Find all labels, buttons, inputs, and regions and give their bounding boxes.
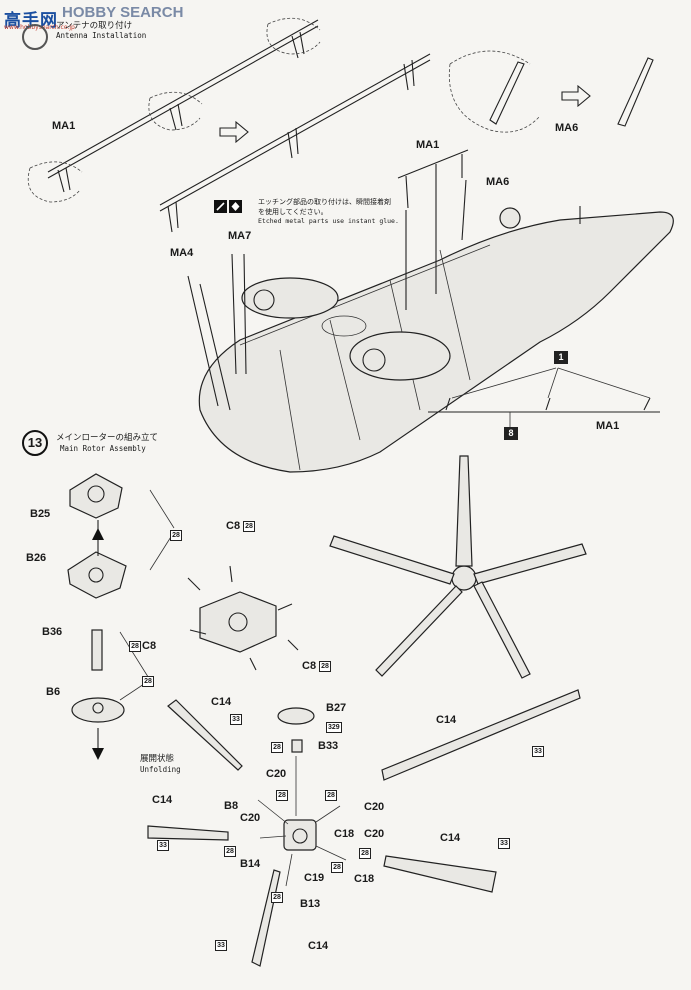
badge-28-k: 28: [331, 862, 343, 873]
label-ma6-b: MA6: [486, 176, 510, 188]
label-c18-b: C18: [354, 873, 375, 885]
badge-33-e: 33: [215, 940, 227, 951]
rotor-exploded-view: [67, 473, 127, 752]
label-c19: C19: [304, 872, 325, 884]
label-b25: B25: [30, 508, 51, 520]
detail-badge-8: 8: [504, 427, 518, 440]
label-ma1-a: MA1: [52, 120, 76, 132]
rotor-assembled: [329, 455, 587, 679]
badge-28-l: 28: [271, 892, 283, 903]
badge-28-d: 28: [129, 641, 141, 652]
label-c20-c: C20: [240, 812, 261, 824]
badge-329: 329: [326, 722, 342, 733]
step-12-title-en: Antenna Installation: [56, 31, 147, 40]
label-c14-d: C14: [440, 832, 461, 844]
step-12-number: [22, 24, 48, 50]
label-b27: B27: [326, 702, 347, 714]
unfolding-jp: 展開状態: [140, 754, 175, 764]
arrow-right-icon: [219, 120, 249, 144]
label-ma1-c: MA1: [596, 420, 620, 432]
antenna-leader-lines: [187, 149, 469, 411]
detail-badge-1: 1: [554, 351, 568, 364]
label-c14-b: C14: [436, 714, 457, 726]
arrow-up-icon: [92, 528, 104, 540]
label-c18-a: C18: [334, 828, 355, 840]
label-b14: B14: [240, 858, 261, 870]
label-c8-left: C8: [142, 640, 157, 652]
label-b6: B6: [46, 686, 61, 698]
badge-28-c: 28: [243, 521, 255, 532]
rotor-unfolded: [147, 689, 581, 967]
ma6-diagram: [448, 50, 654, 133]
label-c14-c: C14: [152, 794, 173, 806]
badge-28-b: 28: [142, 676, 154, 687]
etched-part-icon: [229, 200, 242, 213]
label-b33: B33: [318, 740, 339, 752]
glue-note-jp: エッチング部品の取り付けは、瞬間接着剤を使用してください。: [258, 198, 391, 216]
rotor-leader-lines: [119, 489, 175, 701]
badge-33-a: 33: [230, 714, 242, 725]
glue-note-en: Etched metal parts use instant glue.: [258, 217, 399, 225]
label-c8-right: C8: [302, 660, 317, 672]
step-13-title-jp: メインローターの組み立て: [56, 433, 159, 443]
glue-icon: [214, 200, 227, 213]
label-b8: B8: [224, 800, 239, 812]
unfolding-en: Unfolding: [140, 765, 181, 774]
label-ma4: MA4: [170, 247, 194, 259]
badge-33-c: 33: [498, 838, 510, 849]
arrow-down-icon: [92, 748, 104, 760]
label-c14-a: C14: [211, 696, 232, 708]
label-b26: B26: [26, 552, 47, 564]
antenna-diagram-after: [159, 53, 431, 233]
step-13-number: 13: [22, 430, 48, 456]
label-c20-b: C20: [364, 801, 385, 813]
badge-28-f: 28: [271, 742, 283, 753]
badge-28-h: 28: [325, 790, 337, 801]
label-ma7: MA7: [228, 230, 252, 242]
label-ma6-a: MA6: [555, 122, 579, 134]
watermark-logo: 高手网: [4, 11, 58, 31]
badge-33-b: 33: [532, 746, 544, 757]
antenna-detail-inset: [428, 367, 660, 428]
antenna-diagram-before: [27, 17, 321, 203]
helicopter-fuselage: [198, 206, 674, 473]
label-c20-a: C20: [266, 768, 287, 780]
badge-28-a: 28: [170, 530, 182, 541]
rotor-hub-c8: [187, 565, 299, 671]
label-c8-top: C8: [226, 520, 241, 532]
label-c14-e: C14: [308, 940, 329, 952]
badge-28-i: 28: [224, 846, 236, 857]
step-12-title-jp: アンテナの取り付け: [56, 21, 133, 31]
badge-33-d: 33: [157, 840, 169, 851]
badge-28-g: 28: [276, 790, 288, 801]
step-13-title-en: Main Rotor Assembly: [60, 444, 146, 453]
badge-28-j: 28: [359, 848, 371, 859]
label-ma1-b: MA1: [416, 139, 440, 151]
badge-28-e: 28: [319, 661, 331, 672]
label-c20-d: C20: [364, 828, 385, 840]
label-b13: B13: [300, 898, 321, 910]
label-b36: B36: [42, 626, 63, 638]
watermark-text: HOBBY SEARCH: [62, 4, 184, 21]
